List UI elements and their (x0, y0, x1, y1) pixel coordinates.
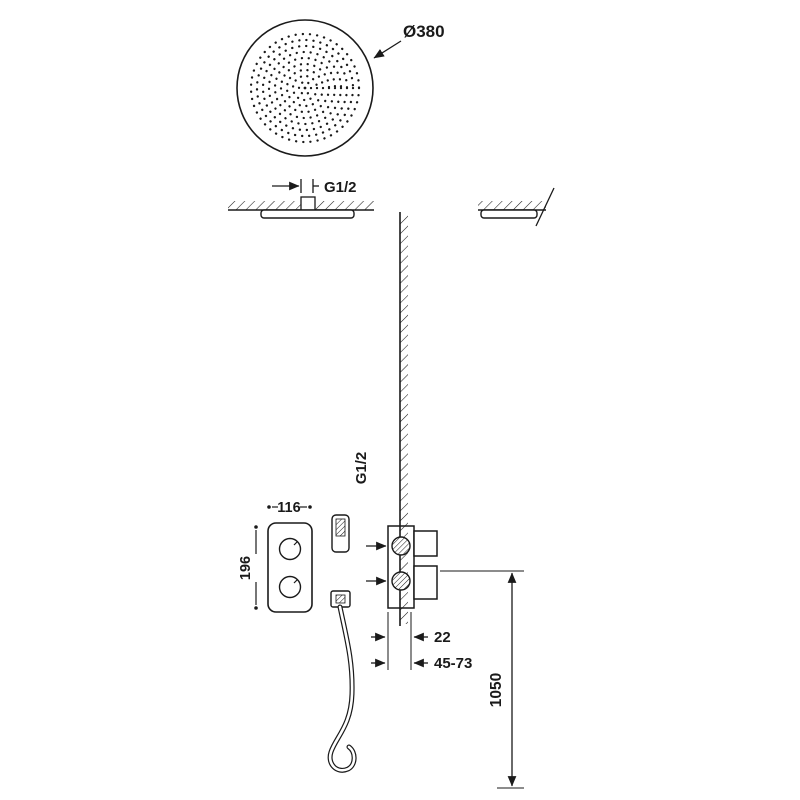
depth-range-label: 45-73 (434, 655, 472, 672)
wall-hatch (400, 214, 408, 624)
ceiling-section-left (228, 196, 374, 219)
holder-water-outlet (335, 594, 346, 604)
panel-knob-bottom-marker (293, 579, 298, 584)
mixer-panel-front-view (267, 522, 313, 613)
hand-shower-face (335, 518, 346, 537)
valve-outlet-bottom (413, 565, 438, 600)
panel-height-label: 196 (238, 556, 254, 580)
panel-height-dimension: 196 (238, 525, 258, 610)
nozzle-center-dot (303, 86, 307, 90)
head-connection-label: G1/2 (324, 179, 357, 196)
ceiling-section-right (478, 187, 555, 227)
wall-offset-dimension: 22 (371, 612, 451, 670)
panel-knob-top-marker (293, 541, 298, 546)
mixer-valve-side-view (387, 525, 438, 609)
head-connection-dimension: G1/2 (272, 179, 357, 196)
head-diameter-label: Ø380 (403, 22, 445, 41)
valve-inlet-arrows (366, 541, 387, 586)
shower-head-top-view (236, 19, 374, 157)
right-head-profile (480, 209, 538, 219)
depth-range-dimension: 45-73 (371, 655, 472, 672)
break-line (535, 187, 555, 227)
ceiling-hatch-right (478, 201, 546, 210)
valve-inlet-top (391, 536, 411, 556)
panel-width-dimension: 116 (267, 500, 312, 516)
valve-outlet-top (413, 530, 438, 557)
hand-shower (330, 514, 351, 608)
head-side-profile (260, 209, 355, 219)
shower-hose (327, 604, 357, 773)
head-connector (300, 196, 316, 211)
panel-body (267, 522, 313, 613)
valve-connection-label: G1/2 (353, 452, 370, 485)
diameter-leader-line (373, 40, 402, 59)
diameter-dimension: Ø380 (373, 22, 445, 59)
install-height-label: 1050 (488, 673, 505, 707)
valve-inlet-bottom (391, 571, 411, 591)
panel-width-label: 116 (277, 500, 300, 516)
wall-line (399, 212, 408, 626)
install-height-dimension: 1050 (440, 570, 524, 789)
wall-offset-label: 22 (434, 629, 451, 646)
nozzle-pattern (249, 32, 361, 144)
